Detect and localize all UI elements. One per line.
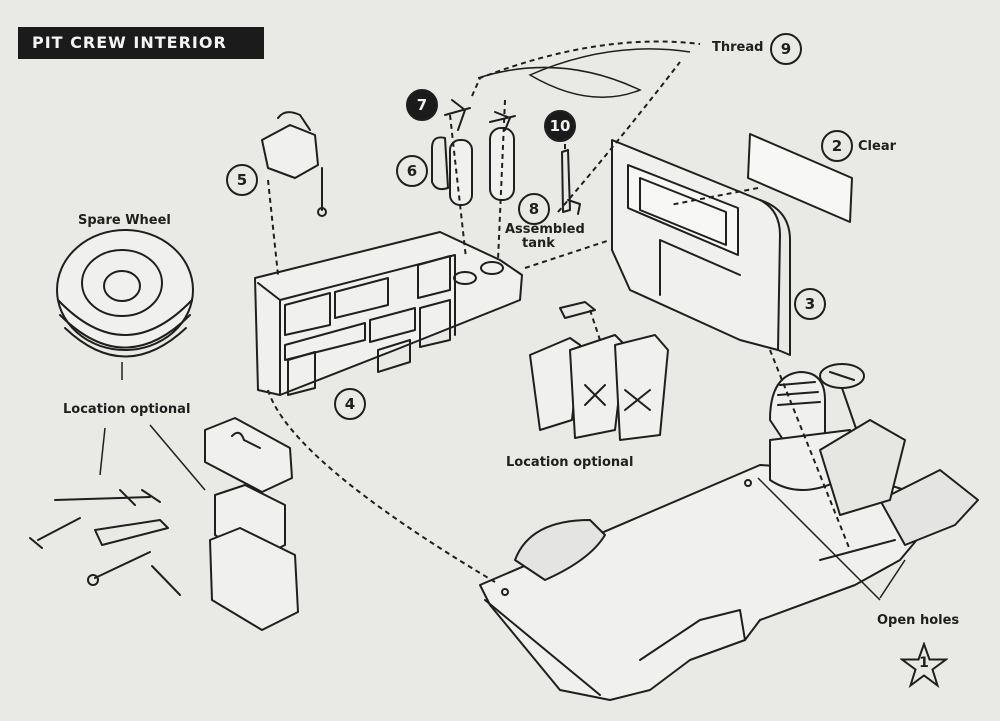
part-number-9: 9 [770,33,802,65]
assembly-guide-lines [267,40,851,583]
spare-wheel-label: Spare Wheel [78,213,171,228]
jerry-cans [529,301,669,441]
part-number-2: 2 [821,130,853,162]
part-number-4: 4 [334,388,366,420]
bench-vise [261,111,327,217]
location-optional-label-left: Location optional [63,402,191,417]
part-number-3: 3 [794,288,826,320]
spare-wheel [56,229,194,358]
part-number-1: 1 [919,655,929,671]
workbench-cabinet [254,231,523,396]
thread-label: Thread [712,40,764,55]
location-optional-label-center: Location optional [506,455,634,470]
star-icon [900,642,948,688]
clear-label: Clear [858,139,896,154]
open-holes-label: Open holes [877,613,960,628]
part-number-7: 7 [406,89,438,121]
assembled-tank-label-line2: tank [522,236,555,251]
part-number-8: 8 [518,193,550,225]
assembled-tank-label: Assembled [505,222,585,237]
hand-tools [29,489,181,596]
clear-window [747,133,853,223]
page-title: PIT CREW INTERIOR [18,27,264,59]
part-number-5: 5 [226,164,258,196]
part-number-6: 6 [396,155,428,187]
seat-and-steering-wheel [769,363,906,516]
part-number-10: 10 [544,110,576,142]
tool-boxes [204,417,299,631]
